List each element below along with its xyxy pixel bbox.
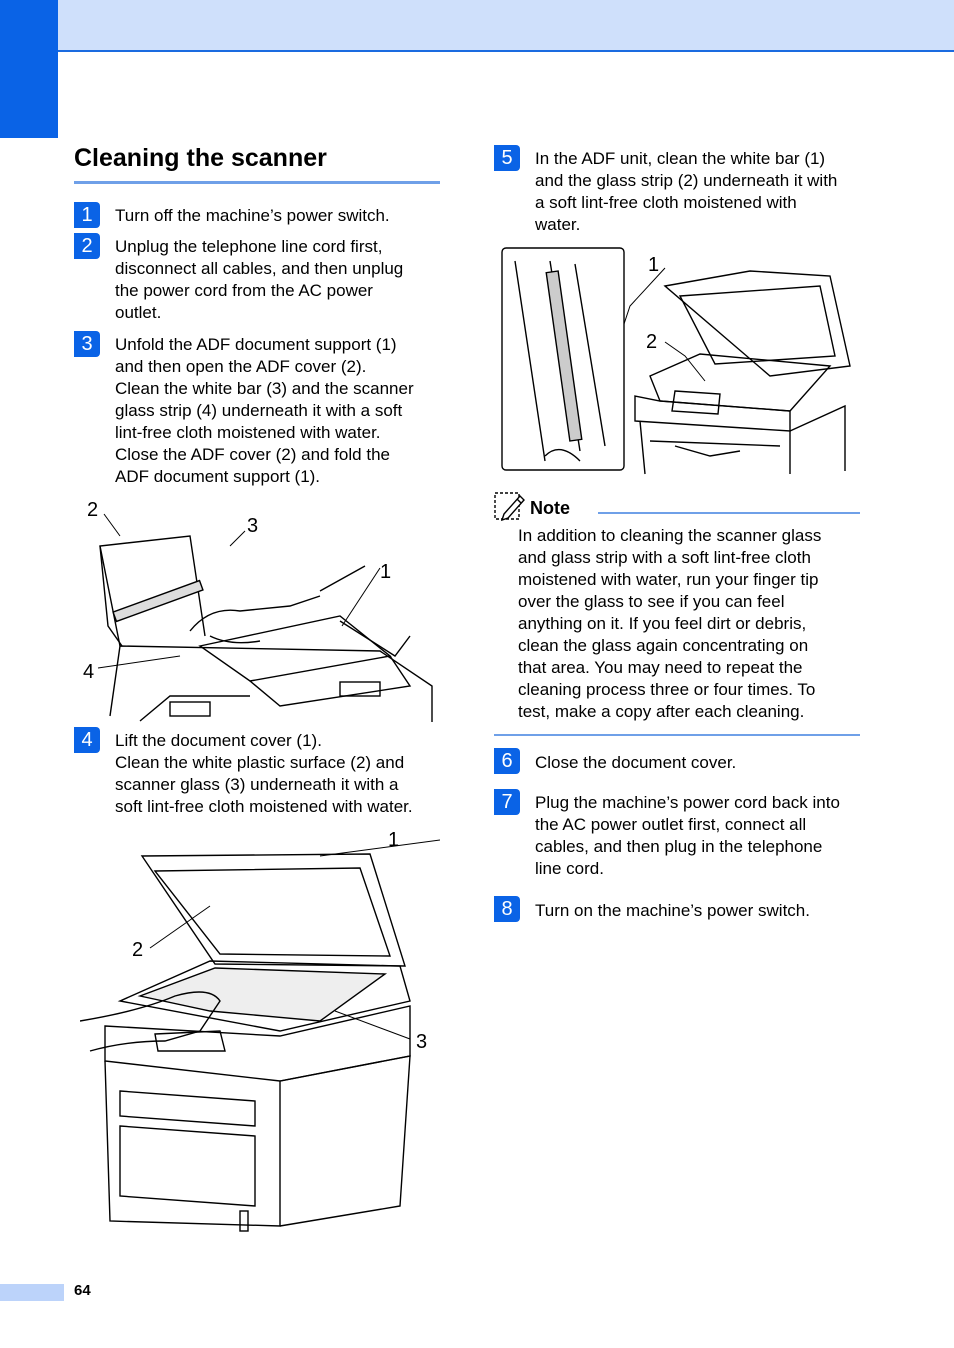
step-number-1: 1	[74, 202, 100, 228]
step-number-7: 7	[494, 789, 520, 815]
step-number-2: 2	[74, 233, 100, 259]
note-text: In addition to cleaning the scanner glas…	[518, 526, 822, 721]
callout-1: 1	[380, 561, 391, 583]
callout-3: 3	[247, 515, 258, 537]
title-underline	[74, 181, 440, 184]
page-title: Cleaning the scanner	[74, 144, 327, 172]
step-7-text: Plug the machine’s power cord back into …	[535, 793, 840, 878]
note-header: Note	[494, 490, 860, 524]
callout-2: 2	[646, 331, 657, 353]
step-number-3: 3	[74, 331, 100, 357]
figure-adf-open: 2 3 1 4	[80, 496, 440, 722]
note-pencil-icon	[494, 492, 525, 522]
page-number: 64	[74, 1282, 91, 1299]
callout-4: 4	[83, 661, 94, 683]
step-number-5: 5	[494, 145, 520, 171]
step-2-text: Unplug the telephone line cord first, di…	[115, 237, 404, 322]
step-1-text: Turn off the machine’s power switch.	[115, 206, 390, 225]
header-band	[0, 0, 954, 52]
step-number-4: 4	[74, 727, 100, 753]
step-number-6: 6	[494, 748, 520, 774]
step-5-text: In the ADF unit, clean the white bar (1)…	[535, 149, 838, 234]
step-3-text: Unfold the ADF document support (1) and …	[115, 335, 414, 486]
figure-cover-lifted: 1 2 3	[80, 826, 440, 1236]
step-number-8: 8	[494, 896, 520, 922]
chapter-tab	[0, 0, 58, 138]
step-4-text: Lift the document cover (1). Clean the w…	[115, 731, 413, 816]
callout-1: 1	[388, 829, 399, 851]
note-rule-top	[598, 512, 860, 514]
step-8-text: Turn on the machine’s power switch.	[535, 901, 810, 920]
callout-2: 2	[132, 939, 143, 961]
figure-adf-unit: 1 2	[500, 246, 860, 476]
note-label: Note	[530, 498, 570, 518]
callout-2: 2	[87, 499, 98, 521]
callout-3: 3	[416, 1031, 427, 1053]
footer-band	[0, 1284, 64, 1301]
note-rule-bottom	[494, 734, 860, 736]
callout-1: 1	[648, 254, 659, 276]
step-6-text: Close the document cover.	[535, 753, 737, 772]
